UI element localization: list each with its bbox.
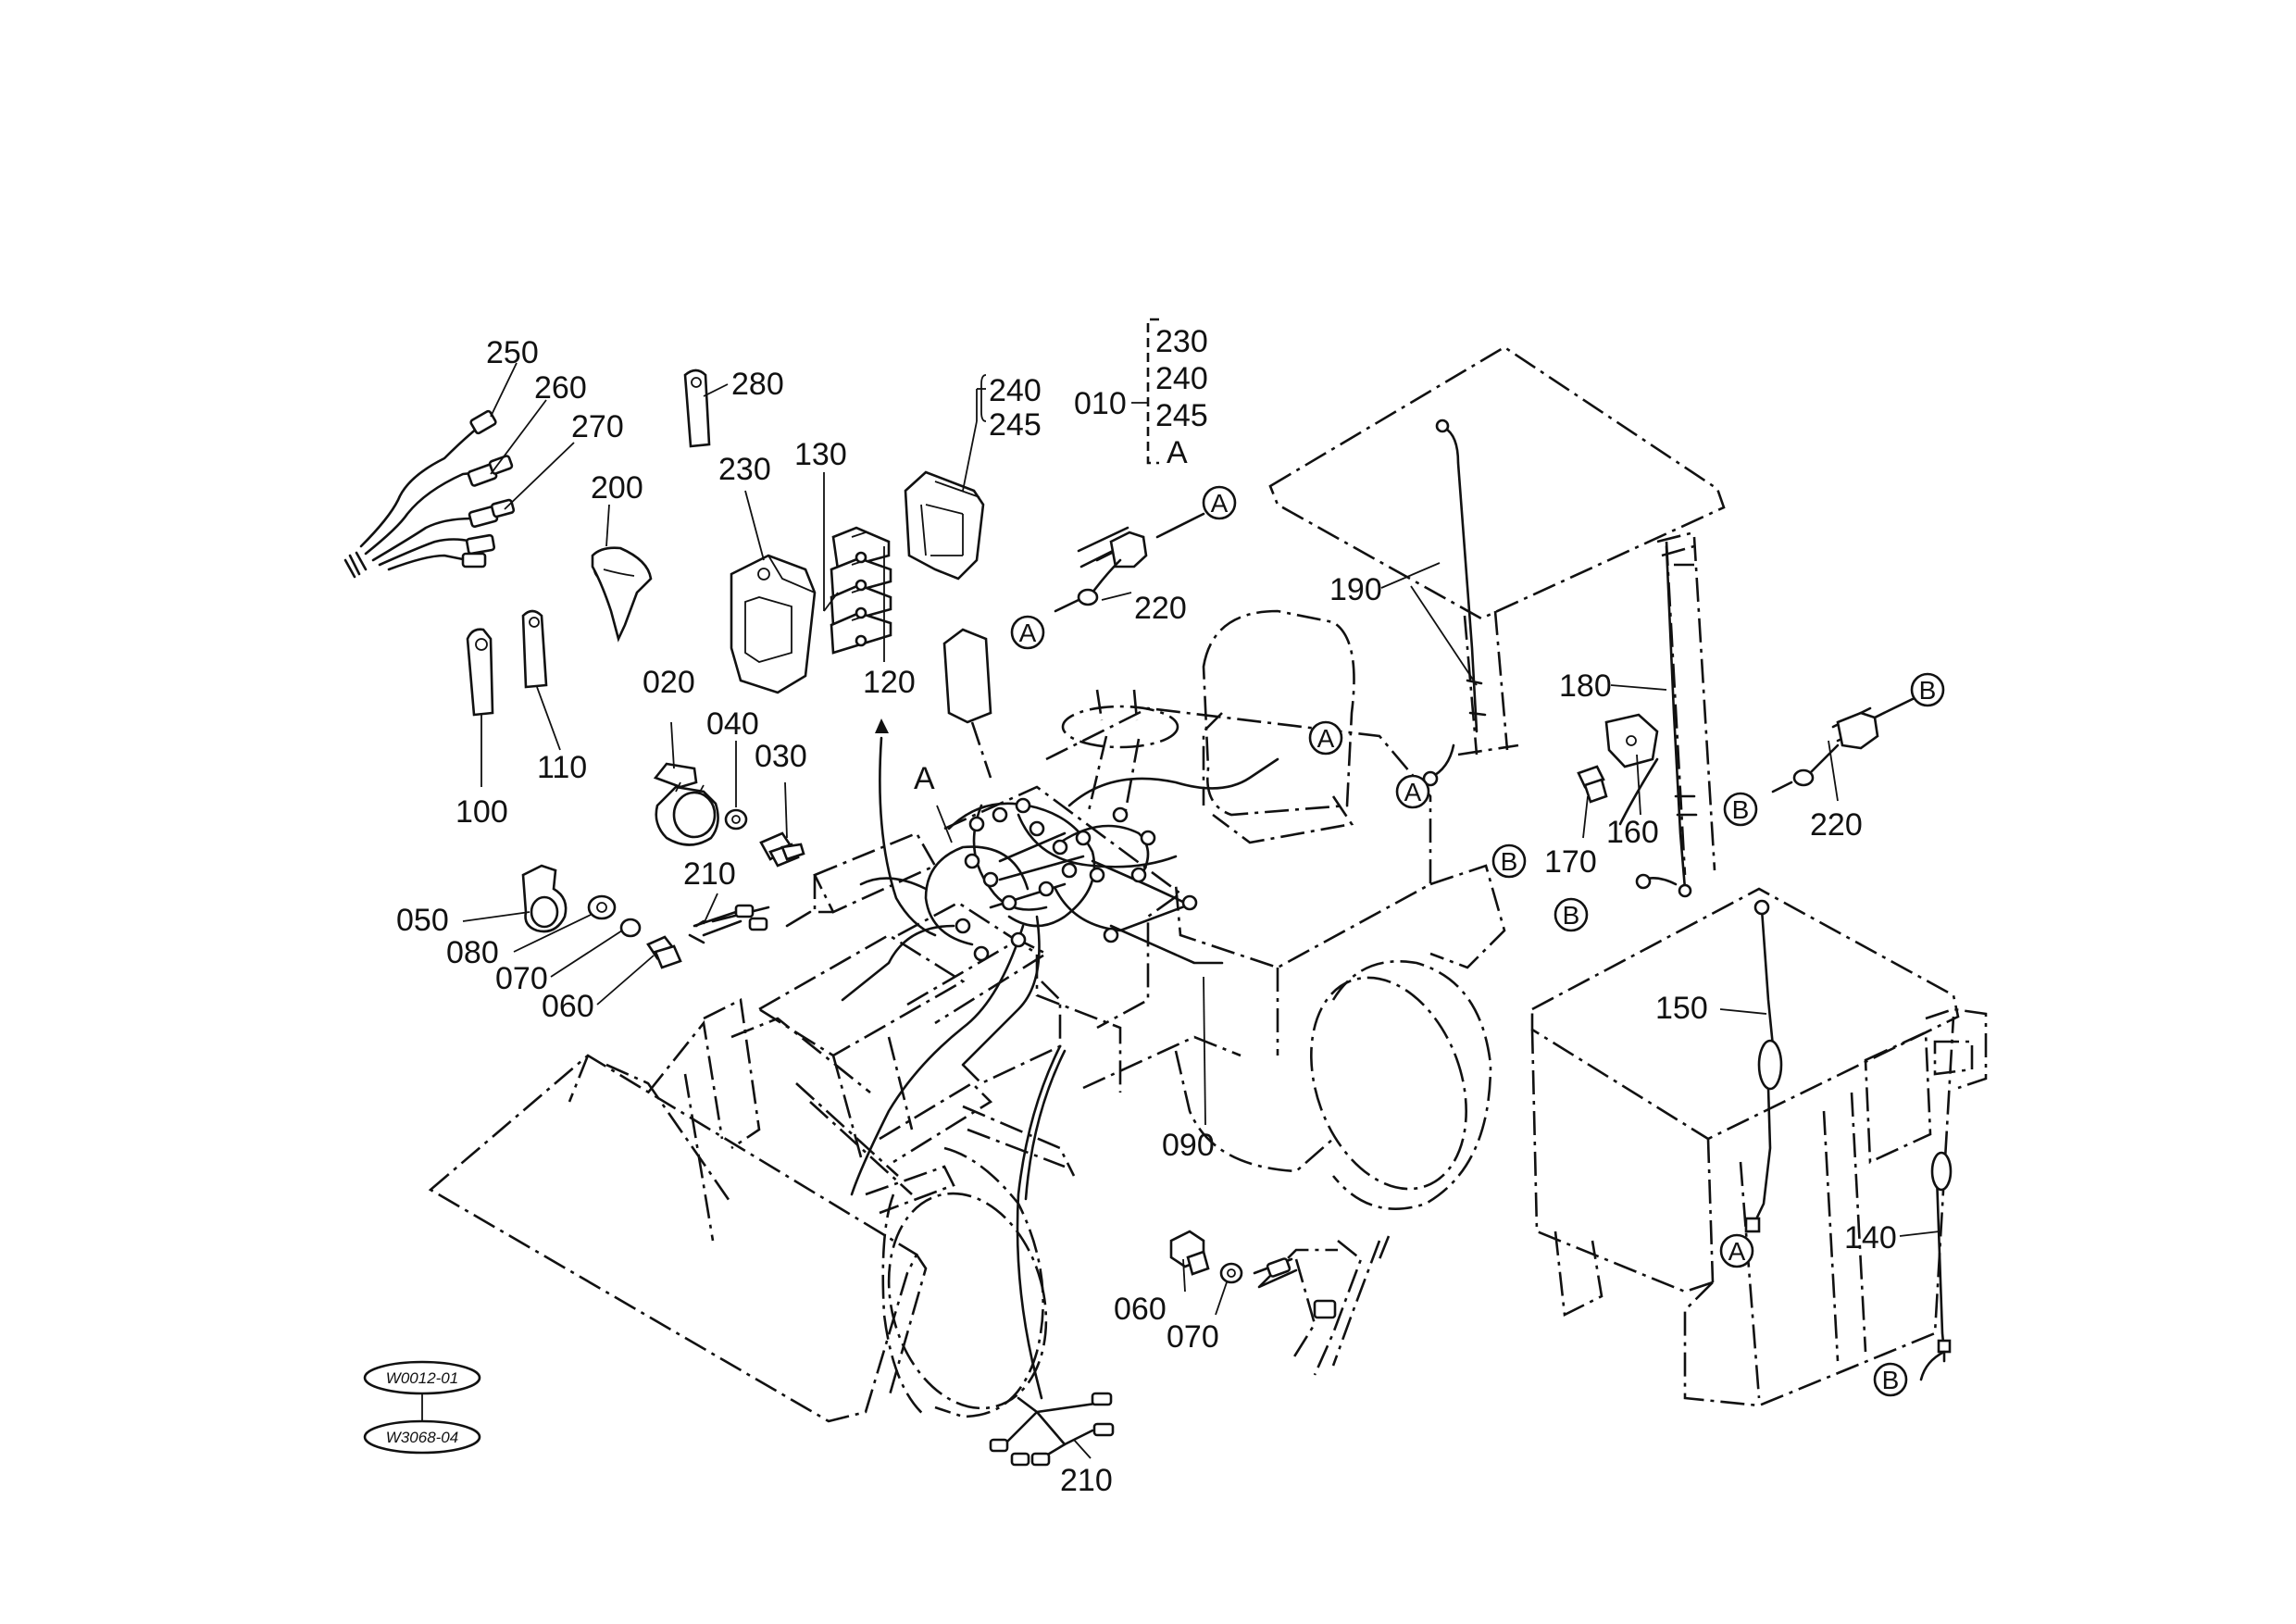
callout-250: 250 xyxy=(486,335,539,370)
callout-160: 160 xyxy=(1606,815,1659,850)
marker-a2: A xyxy=(1010,615,1045,650)
callout-270: 270 xyxy=(571,409,624,444)
callout-group-a: A xyxy=(1167,435,1188,470)
callout-180: 180 xyxy=(1559,668,1612,704)
callout-120: 120 xyxy=(863,665,916,700)
marker-b2: B xyxy=(1723,792,1758,827)
callout-070-b: 070 xyxy=(1167,1319,1219,1355)
callout-240-b: 240 xyxy=(1155,361,1208,396)
machine-outline xyxy=(428,345,1988,1423)
callout-020: 020 xyxy=(643,665,695,700)
markers: A A A A A B B B B B xyxy=(1010,485,1945,1397)
callout-245-b: 245 xyxy=(1155,398,1208,433)
leader-lines xyxy=(421,318,1940,1459)
callout-245-a: 245 xyxy=(989,407,1042,443)
marker-b5-label: B xyxy=(1882,1366,1900,1394)
marker-a1: A xyxy=(1202,485,1237,520)
marker-b2-label: B xyxy=(1732,795,1750,824)
callout-130: 130 xyxy=(794,437,847,472)
exploded-parts xyxy=(343,369,1920,1467)
marker-a5-label: A xyxy=(1728,1237,1746,1266)
marker-a5: A xyxy=(1719,1233,1754,1268)
callout-190: 190 xyxy=(1329,572,1382,607)
post-harness xyxy=(1618,544,1698,898)
callout-030: 030 xyxy=(755,739,807,774)
callout-220-a: 220 xyxy=(1134,591,1187,626)
callout-a: A xyxy=(914,761,935,796)
callout-200: 200 xyxy=(591,470,643,506)
callout-080: 080 xyxy=(446,935,499,970)
main-harness xyxy=(841,718,1279,1400)
marker-a2-label: A xyxy=(1019,618,1037,647)
callout-280: 280 xyxy=(731,367,784,402)
marker-b1: B xyxy=(1910,672,1945,707)
ref-code-2: W3068-04 xyxy=(386,1429,458,1446)
callout-210-a: 210 xyxy=(683,856,736,892)
ref-code-1: W0012-01 xyxy=(386,1369,458,1387)
callout-010: 010 xyxy=(1074,386,1127,421)
callout-labels: 250 260 270 280 240 245 010 230 240 245 … xyxy=(396,324,1897,1498)
marker-b5: B xyxy=(1873,1362,1908,1397)
callout-170: 170 xyxy=(1544,844,1597,880)
callout-060-b: 060 xyxy=(1114,1292,1167,1327)
terminal-block xyxy=(830,526,892,655)
marker-a3: A xyxy=(1308,720,1343,756)
callout-240-a: 240 xyxy=(989,373,1042,408)
callout-070-a: 070 xyxy=(495,961,548,996)
callout-150: 150 xyxy=(1655,991,1708,1026)
marker-a1-label: A xyxy=(1211,489,1229,518)
roof-harness xyxy=(1422,418,1487,787)
cab-harness xyxy=(1744,899,1953,1381)
callout-260: 260 xyxy=(534,370,587,406)
marker-a3-label: A xyxy=(1317,724,1335,753)
callout-230-b: 230 xyxy=(1155,324,1208,359)
callout-230: 230 xyxy=(718,452,771,487)
callout-220-b: 220 xyxy=(1810,807,1863,843)
callout-210-b: 210 xyxy=(1060,1463,1113,1498)
callout-090: 090 xyxy=(1162,1128,1215,1163)
callout-100: 100 xyxy=(455,794,508,830)
marker-b3: B xyxy=(1491,843,1527,879)
callout-050: 050 xyxy=(396,903,449,938)
marker-b4: B xyxy=(1554,897,1589,932)
marker-b3-label: B xyxy=(1501,847,1518,876)
callout-110: 110 xyxy=(537,750,587,785)
marker-b1-label: B xyxy=(1919,676,1937,705)
marker-a4-label: A xyxy=(1404,778,1422,806)
marker-a4: A xyxy=(1395,774,1430,809)
callout-060-a: 060 xyxy=(542,989,594,1024)
reference-codes: W0012-01 W3068-04 xyxy=(363,1360,481,1455)
marker-b4-label: B xyxy=(1563,901,1580,930)
callout-040: 040 xyxy=(706,706,759,742)
callout-140: 140 xyxy=(1844,1220,1897,1255)
